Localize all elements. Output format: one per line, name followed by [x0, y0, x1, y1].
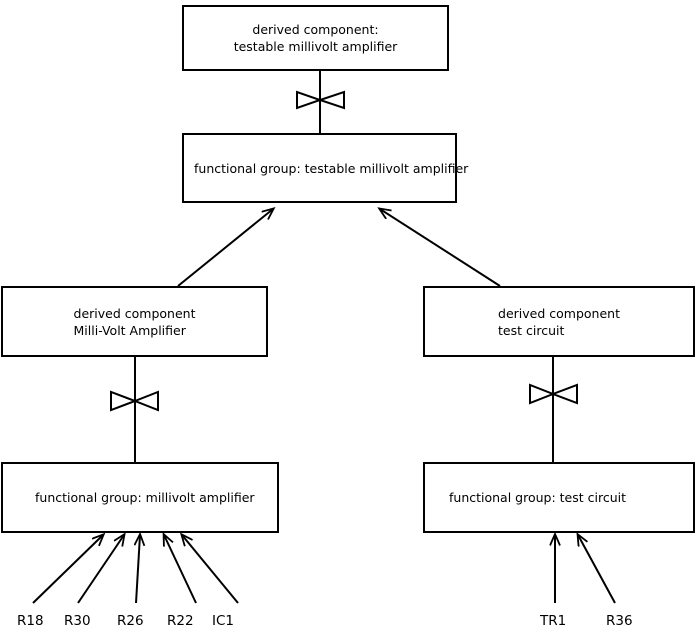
node-derived-component-testable-millivolt-amplifier[interactable]: derived component: testable millivolt amp…: [182, 5, 449, 71]
realization-link-right: [529, 357, 578, 463]
arrow-r18: [32, 535, 103, 604]
arrow-mv-to-fg-testable: [177, 209, 273, 287]
realization-link-top: [296, 71, 345, 134]
node-label-line1: functional group: millivolt amplifier: [35, 490, 255, 505]
leaf-label-r30[interactable]: R30: [64, 613, 91, 629]
bowtie-icon-top: [296, 90, 345, 110]
leaf-label-r18[interactable]: R18: [17, 613, 44, 629]
leaf-label-tr1[interactable]: TR1: [540, 613, 567, 629]
leaf-label-r36[interactable]: R36: [606, 613, 633, 629]
node-label-line1: functional group: testable millivolt amp…: [194, 160, 469, 176]
node-label-line2: Milli-Volt Amplifier: [73, 322, 186, 338]
node-label-line2: testable millivolt amplifier: [233, 39, 398, 54]
node-functional-group-millivolt-amplifier[interactable]: functional group: millivolt amplifier: [1, 462, 279, 533]
node-label: functional group: test circuit: [449, 489, 626, 506]
arrow-r36: [578, 535, 616, 604]
leaf-label-ic1[interactable]: IC1: [212, 613, 234, 629]
leaf-label-r26[interactable]: R26: [117, 613, 144, 629]
node-functional-group-test-circuit[interactable]: functional group: test circuit: [423, 462, 695, 533]
bowtie-icon-left: [110, 390, 159, 412]
arrow-tc-to-fg-testable: [380, 209, 501, 287]
bowtie-icon-right: [529, 383, 578, 405]
node-label: functional group: testable millivolt amp…: [194, 160, 468, 177]
node-label-line1: derived component: [498, 305, 620, 321]
node-label: functional group: millivolt amplifier: [35, 489, 255, 506]
node-label-line1: derived component:: [252, 22, 379, 37]
node-label-line1: derived component: [73, 305, 196, 321]
leaf-label-r22[interactable]: R22: [167, 613, 194, 629]
arrow-r22: [164, 535, 197, 604]
node-label: derived component: testable millivolt amp…: [234, 21, 398, 55]
node-label-line1: functional group: test circuit: [449, 490, 627, 505]
node-label-line2: test circuit: [498, 322, 565, 338]
node-functional-group-testable-millivolt-amplifier[interactable]: functional group: testable millivolt amp…: [182, 133, 468, 203]
arrow-r30: [77, 535, 124, 604]
arrow-ic1: [182, 535, 239, 604]
arrow-r26: [136, 535, 140, 604]
realization-link-left: [110, 357, 159, 463]
